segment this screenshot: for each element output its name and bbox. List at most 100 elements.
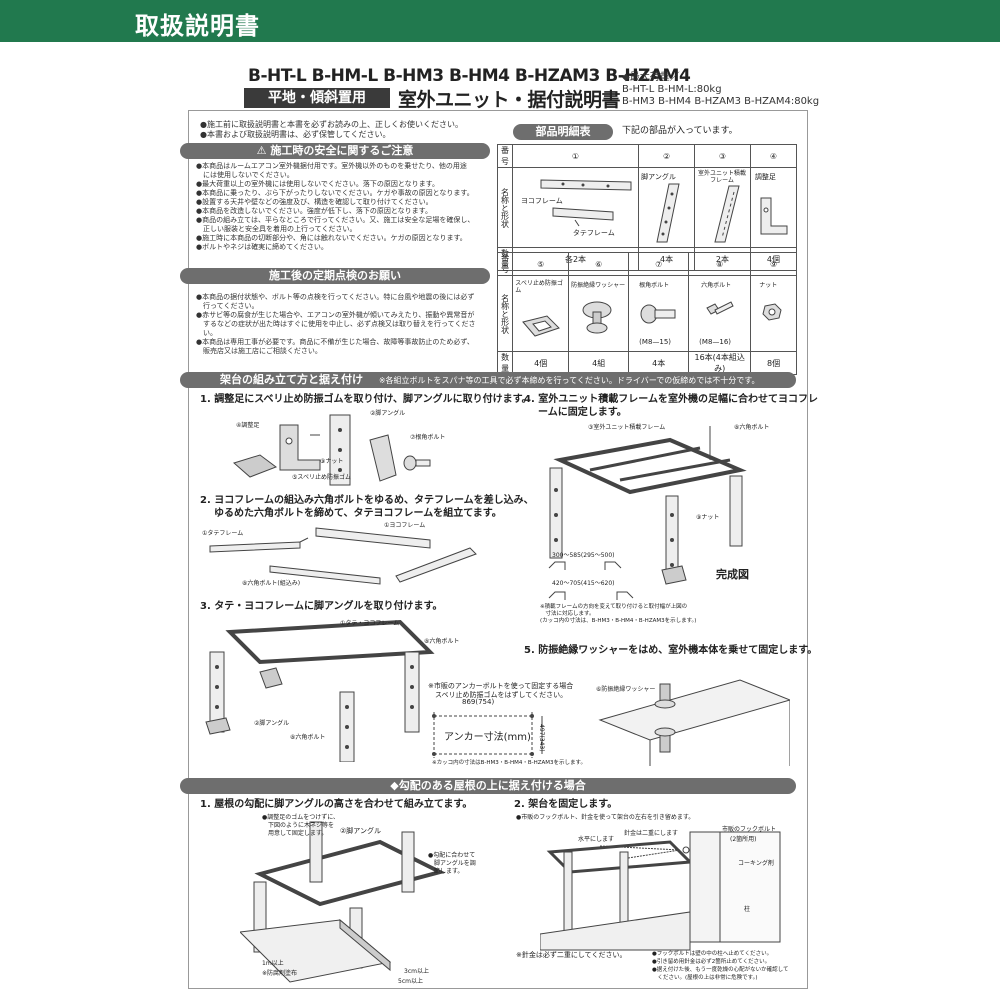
slope-note-2: ●勾配に合わせて 脚アングルを調 節します。 — [428, 852, 476, 876]
washer-icon — [582, 301, 612, 334]
dimension-diagram — [548, 561, 634, 600]
step-text: 室外ユニット積載フレームを室外機の足幅に合わせてヨコフレ — [538, 394, 818, 405]
row-label-qty: 数量 — [496, 351, 514, 375]
step-text: タテ・ヨコフレームに脚アングルを取り付けます。 — [214, 601, 443, 612]
preservative-note: ※防腐剤塗布 — [262, 970, 298, 977]
step-number: 4. — [524, 394, 535, 405]
safety-list: ●本商品はルームエアコン室外機据付用です。室外機以外のものを乗せたり、他の用途 … — [196, 162, 496, 252]
note-line: 用意して固定します。 — [262, 830, 328, 837]
part-shape-cell: 調整足 — [749, 167, 798, 248]
note-line: ●引き留め用針金は必ず2箇所止めてください。 — [652, 959, 771, 965]
note-line: ●フックボルトは壁の中の柱へ止めてください。 — [652, 951, 773, 957]
note-line: 脚アングルを調 — [428, 860, 476, 867]
rubber-pad-icon — [522, 315, 561, 337]
max-load-line2: B-HM3 B-HM4 B-HZAM3 B-HZAM4:80kg — [622, 96, 820, 107]
safety-item: ●施工時に本商品の切断部分や、角には触れないでください。ケガの原因となります。 — [196, 234, 467, 242]
header-title: 取扱説明書 — [135, 12, 260, 40]
part-qty: 16本(4本組込み) — [688, 351, 752, 375]
safety-item: には使用しないでください。 — [196, 171, 294, 179]
safety-item: 正しい服装と安全具を着用の上行ってください。 — [196, 225, 357, 233]
slope-step-1: 1. 屋根の勾配に脚アングルの高さを合わせて組み立てます。 — [200, 798, 472, 811]
usage-tag: 平地・傾斜置用 — [244, 88, 390, 108]
note-line: 下図のように木ネジ等を — [262, 822, 335, 829]
nut-icon — [762, 303, 782, 321]
step-number: 3. — [200, 601, 211, 612]
part-qty: 4本 — [628, 351, 690, 375]
step-text: ヨコフレームの組込み六角ボルトをゆるめ、タテフレームを差し込み、 — [214, 495, 534, 506]
note-line: ください。(屋根の上は非常に危険です。) — [652, 975, 758, 981]
part-name: 室外ユニット積載フレーム — [697, 170, 746, 184]
intro-line-1: ●施工前に取扱説明書と本書を必ずお読みの上、正しくお使いください。 — [200, 120, 463, 129]
dimension-note-line: (カッコ内の寸法は、B-HM3・B-HM4・B-HZAM3を示します。) — [540, 618, 697, 624]
min-3cm: 3cm以上 — [404, 968, 429, 975]
inspection-item: するなどの症状が出た時はすぐに使用を中止し、必ず点検又は取り替えを行ってくださ — [196, 320, 476, 328]
anchor-width: 869(754) — [462, 698, 495, 706]
note-line: ●勾配に合わせて — [428, 852, 476, 859]
washer-label: ⑥防振絶縁ワッシャー — [596, 686, 656, 693]
part-shape-cell: 六角ボルト (M8—16) — [688, 275, 752, 352]
dimension-note-line: ※積載フレームの方向を変えて取り付けると取付幅が上図の — [540, 604, 688, 610]
dimension-1: 300～585(295～500) — [552, 552, 615, 559]
anchor-bracket-note: ※カッコ内の寸法はB-HM3・B-HM4・B-HZAM3を示します。 — [432, 760, 587, 766]
anchor-note-line: ※市販のアンカーボルトを使って固定する場合 — [428, 682, 574, 690]
adjust-foot-icon — [760, 197, 788, 235]
step-number: 2. — [514, 799, 525, 810]
step-text: 架台を固定します。 — [528, 799, 618, 810]
part-num: ⑨ — [750, 252, 797, 276]
label: ⑧六角ボルト(組込み) — [242, 580, 301, 587]
step-2-illustration — [209, 527, 477, 585]
step-4: 4. 室外ユニット積載フレームを室外機の足幅に合わせてヨコフレ ームに固定します… — [524, 393, 818, 419]
safety-banner: ⚠ 施工時の安全に関するご注意 — [180, 143, 490, 159]
safety-item: ●本商品に乗ったり、ぶら下がったりしないでください。ケガや事故の原因となります。 — [196, 189, 474, 197]
dimension-note-line: 寸法に対応します。 — [540, 611, 595, 617]
anchor-title: アンカー寸法(mm) — [444, 732, 531, 743]
safety-item: ●本商品を改造しないでください。強度が低下し、落下の原因となります。 — [196, 207, 432, 215]
safety-item: ●本商品はルームエアコン室外機据付用です。室外機以外のものを乗せたり、他の用途 — [196, 162, 467, 170]
safety-item: ●最大荷重以上の室外機には使用しないでください。落下の原因となります。 — [196, 180, 439, 188]
leg-angle-icon — [656, 183, 680, 243]
part-name: 防振絶縁ワッシャー — [571, 282, 626, 289]
step-4-illustration — [549, 426, 747, 585]
model-list: B-HT-L B-HM-L B-HM3 B-HM4 B-HZAM3 B-HZAM… — [248, 66, 691, 86]
frame-shapes-icon — [540, 179, 632, 227]
label: ②脚アングル — [254, 720, 290, 727]
assembly-note: ※各組立ボルトをスパナ等の工具で必ず本締めを行ってください。ドライバーでの仮締め… — [378, 376, 760, 385]
label: ⑨ナット — [696, 514, 720, 521]
part-name: スベリ止め防振ゴム — [515, 280, 563, 294]
part-spec: (M8—15) — [639, 338, 672, 346]
label: ①ヨコフレーム — [384, 522, 426, 529]
part-name: 調整足 — [754, 173, 776, 181]
part-name: タテフレーム — [572, 229, 615, 237]
wire-warning: ※針金は必ず二重にしてください。 — [516, 951, 627, 959]
step-3-illustration — [205, 619, 435, 762]
step-text: 調整足にスベリ止め防振ゴムを取り付け、脚アングルに取り付けます。 — [214, 394, 532, 405]
inspection-item: 販売店又は施工店にご相談ください。 — [196, 347, 322, 355]
safety-item: ●設置する天井や壁などの強度及び、構造を確認して取り付けてください。 — [196, 198, 433, 206]
dimension-2: 420～705(415～620) — [552, 580, 615, 587]
intro-line-2: ●本書および取扱説明書は、必ず保管してください。 — [200, 130, 391, 139]
label: ⑨ナット — [320, 458, 344, 465]
part-shape-cell: 防振絶縁ワッシャー — [568, 275, 630, 352]
inspection-list: ●本商品の据付状態や、ボルト等の点検を行ってください。特に台風や地震の後には必ず… — [196, 293, 496, 356]
inspection-item: ●本商品は専用工事が必要です。商品に不備が生じた場合、故障等事故防止のため必ず、 — [196, 338, 474, 346]
anchor-note-line: スベリ止め防振ゴムをはずしてください。 — [428, 691, 568, 699]
anchor-note: ※市販のアンカーボルトを使って固定する場合 スベリ止め防振ゴムをはずしてください… — [428, 682, 573, 700]
part-name: ナット — [759, 282, 778, 289]
step-text: 屋根の勾配に脚アングルの高さを合わせて組み立てます。 — [214, 799, 473, 810]
slope-notes: ●フックボルトは壁の中の柱へ止めてください。 ●引き留め用針金は必ず2箇所止めて… — [652, 950, 788, 982]
inspection-item: い。 — [196, 329, 217, 337]
row-label-num: 番号 — [497, 144, 513, 168]
label: ①タテ・ヨコフレーム — [340, 620, 400, 627]
row-label-name: 名称と形状 — [497, 167, 513, 248]
part-shape-cell: ヨコフレーム タテフレーム — [511, 167, 640, 248]
slope-step-2-illustration — [540, 831, 781, 951]
step-text: 防振絶縁ワッシャーをはめ、室外機本体を乗せて固定します。 — [538, 645, 818, 656]
inspection-item: 行ってください。 — [196, 302, 259, 310]
row-label-num: 番号 — [496, 252, 514, 276]
document-frame — [188, 110, 808, 989]
part-shape-cell: スベリ止め防振ゴム — [512, 275, 570, 352]
hex-bolt-icon — [706, 301, 734, 315]
safety-item: ●ボルトやネジは確実に締めてください。 — [196, 243, 328, 251]
wire-label: 針金は二重にします — [624, 830, 679, 837]
part-num: ⑧ — [688, 252, 752, 276]
